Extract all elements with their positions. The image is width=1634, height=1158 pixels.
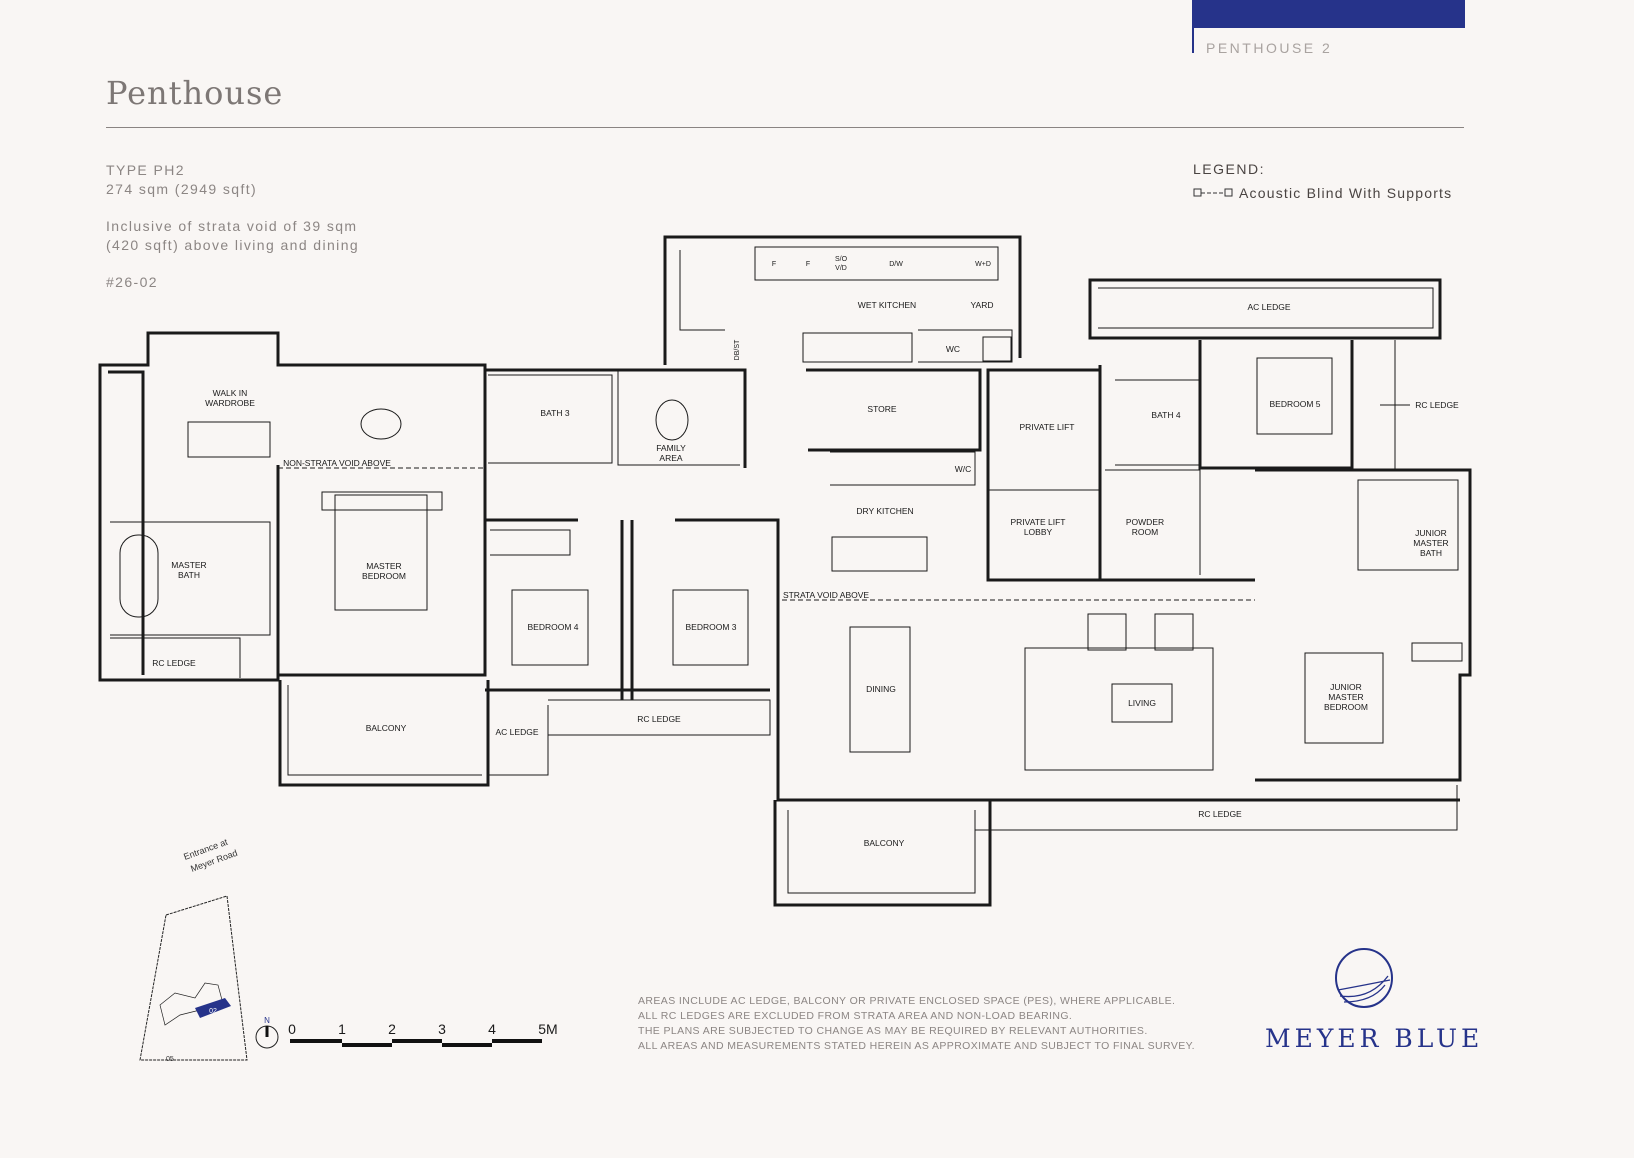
room-dry-kitchen: DRY KITCHEN (856, 506, 913, 516)
header-accent-bar (1192, 0, 1465, 28)
brand-logo-mark (1335, 948, 1393, 1008)
room-bedroom-5: BEDROOM 5 (1269, 399, 1320, 409)
room-jm-bedroom-line2: MASTER (1328, 692, 1363, 702)
legend-item: Acoustic Blind With Supports (1193, 185, 1452, 201)
legend-title: LEGEND: (1193, 161, 1265, 177)
room-walk-in-wardrobe: WALK IN (213, 388, 248, 398)
key-plan: Entrance at Meyer Road 02 05 N (139, 837, 279, 1063)
fridge-2: F (806, 261, 810, 268)
room-bedroom-3: BEDROOM 3 (685, 622, 736, 632)
room-family-area: FAMILY (656, 443, 686, 453)
unit-area: 274 sqm (2949 sqft) (106, 181, 258, 197)
room-walk-in-wardrobe-line2: WARDROBE (205, 398, 255, 408)
strata-void-label: STRATA VOID ABOVE (783, 590, 869, 600)
header-accent-line (1192, 28, 1194, 53)
room-powder-room-line2: ROOM (1132, 527, 1158, 537)
scale-tick: 5M (538, 1021, 557, 1037)
rc-ledge-bottom: RC LEDGE (1198, 809, 1242, 819)
room-labels: WALK IN WARDROBE NON-STRATA VOID ABOVE M… (152, 300, 1459, 848)
so-vd-line2: V/D (835, 265, 847, 272)
scale-tick: 3 (438, 1021, 446, 1037)
page-title: Penthouse (106, 74, 284, 112)
section-label: PENTHOUSE 2 (1206, 40, 1333, 56)
scale-tick: 2 (388, 1021, 396, 1037)
room-master-bedroom: MASTER (366, 561, 401, 571)
room-bath-3: BATH 3 (540, 408, 569, 418)
room-wc-dry: W/C (955, 464, 972, 474)
room-private-lift: PRIVATE LIFT (1020, 422, 1075, 432)
scale-tick: 1 (338, 1021, 346, 1037)
so-vd: S/O (835, 256, 848, 263)
title-divider (106, 127, 1464, 128)
void-note-line2: (420 sqft) above living and dining (106, 237, 360, 253)
block-05-label: 05 (166, 1056, 174, 1063)
note-line: AREAS INCLUDE AC LEDGE, BALCONY OR PRIVA… (638, 995, 1176, 1007)
dishwasher: D/W (889, 261, 903, 268)
room-bedroom-4: BEDROOM 4 (527, 622, 578, 632)
ac-ledge-right: AC LEDGE (1248, 302, 1291, 312)
unit-number: #26-02 (106, 274, 158, 290)
room-family-area-line2: AREA (659, 453, 682, 463)
washer-dryer: W+D (975, 261, 991, 268)
balcony-master: BALCONY (366, 723, 407, 733)
ac-ledge-left: AC LEDGE (496, 727, 539, 737)
block-highlight (195, 998, 231, 1018)
room-yard: YARD (971, 300, 994, 310)
db-st: DB/ST (734, 339, 741, 360)
legend-label: Acoustic Blind With Supports (1239, 185, 1453, 201)
site-boundary (139, 895, 248, 1061)
room-jm-bath: JUNIOR (1415, 528, 1447, 538)
rc-ledge-right: RC LEDGE (1415, 400, 1459, 410)
acoustic-blind-icon (1193, 188, 1233, 197)
scale-tick: 0 (288, 1021, 296, 1037)
brand-name: MEYER BLUE (1265, 1024, 1484, 1053)
appliance-labels: F F S/O V/D D/W W+D DB/ST (734, 256, 991, 360)
scale-tick: 4 (488, 1021, 496, 1037)
void-note-line1: Inclusive of strata void of 39 sqm (106, 218, 358, 234)
rc-ledge-mid: RC LEDGE (637, 714, 681, 724)
fridge-1: F (772, 261, 776, 268)
room-jm-bath-line2: MASTER (1413, 538, 1448, 548)
note-line: ALL AREAS AND MEASUREMENTS STATED HEREIN… (638, 1040, 1195, 1052)
block-outline (159, 982, 223, 1026)
scale-bar: 0 1 2 3 4 5M (288, 1021, 558, 1047)
room-master-bedroom-line2: BEDROOM (362, 571, 406, 581)
note-line: ALL RC LEDGES ARE EXCLUDED FROM STRATA A… (638, 1010, 1073, 1022)
room-store: STORE (867, 404, 896, 414)
room-living: LIVING (1128, 698, 1156, 708)
room-wc: WC (946, 344, 960, 354)
room-master-bath: MASTER (171, 560, 206, 570)
room-jm-bedroom: JUNIOR (1330, 682, 1362, 692)
room-jm-bath-line3: BATH (1420, 548, 1442, 558)
room-dining: DINING (866, 684, 896, 694)
unit-type: TYPE PH2 (106, 162, 185, 178)
note-line: THE PLANS ARE SUBJECTED TO CHANGE AS MAY… (638, 1025, 1148, 1037)
north-label: N (264, 1016, 270, 1025)
room-jm-bedroom-line3: BEDROOM (1324, 702, 1368, 712)
room-bath-4: BATH 4 (1151, 410, 1180, 420)
room-private-lift-lobby-line2: LOBBY (1024, 527, 1053, 537)
room-master-bath-line2: BATH (178, 570, 200, 580)
disclaimer-notes: AREAS INCLUDE AC LEDGE, BALCONY OR PRIVA… (638, 994, 1195, 1054)
balcony-living: BALCONY (864, 838, 905, 848)
non-strata-void-label: NON-STRATA VOID ABOVE (283, 458, 391, 468)
rc-ledge-master: RC LEDGE (152, 658, 196, 668)
walls (98, 235, 1472, 907)
room-private-lift-lobby: PRIVATE LIFT (1011, 517, 1066, 527)
block-02-label: 02 (209, 1008, 217, 1015)
room-wet-kitchen: WET KITCHEN (858, 300, 916, 310)
room-powder-room: POWDER (1126, 517, 1164, 527)
